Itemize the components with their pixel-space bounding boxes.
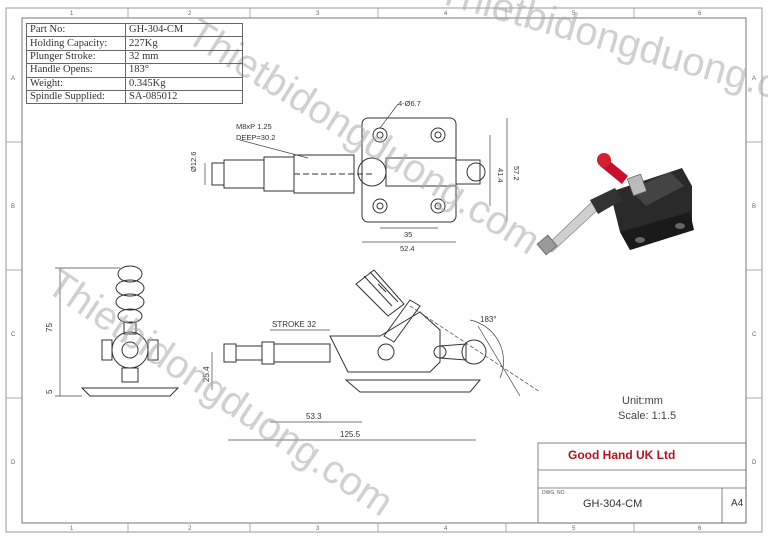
len1-label: 53.3 (306, 412, 322, 421)
end-base-label: 5 (45, 389, 54, 394)
zone-col-4: 4 (444, 11, 448, 17)
svg-text:B: B (752, 204, 756, 210)
zone-row-a: A (11, 76, 15, 82)
zone-ticks (6, 8, 762, 532)
inner-frame (21, 17, 747, 524)
title-block (537, 442, 747, 524)
svg-text:1: 1 (70, 526, 74, 532)
side-view (223, 269, 487, 393)
spec-row: Spindle Supplied:SA-085012 (26, 89, 243, 105)
dwg-no-caption: DWG. NO. (542, 490, 566, 496)
svg-text:A: A (752, 76, 756, 82)
zone-col-5: 5 (572, 11, 576, 17)
top-view (211, 117, 486, 223)
watermark-3: Thietbidongduong.com (39, 261, 401, 525)
spec-row: Part No:GH-304-CM (26, 22, 243, 38)
end-height-label: 75 (45, 323, 54, 332)
zone-col-1: 1 (70, 11, 74, 17)
product-illustration (536, 153, 694, 256)
zone-labels: 1 2 3 4 5 6 1 2 3 4 5 6 A B C D A B C D (11, 11, 757, 532)
end-view-dimensions (55, 267, 120, 397)
svg-text:4: 4 (444, 526, 448, 532)
side-view-labels: STROKE 32 183° 25.4 53.3 125.5 (202, 315, 497, 439)
thread-label: M8xP 1.25 (236, 122, 272, 131)
spec-row: Plunger Stroke:32 mm (26, 49, 243, 65)
svg-text:2: 2 (188, 526, 192, 532)
spec-row: Holding Capacity:227Kg (26, 36, 243, 51)
w2-label: 52.4 (400, 244, 415, 253)
drawing-number: GH-304-CM (583, 498, 643, 510)
h2-label: 57.2 (512, 166, 521, 181)
zone-col-6: 6 (698, 11, 702, 17)
svg-text:5: 5 (572, 526, 576, 532)
company-name: Good Hand UK Ltd (568, 448, 676, 462)
holes-label: 4-Ø6.7 (398, 99, 421, 108)
angle-label: 183° (480, 315, 497, 324)
specs-table: Part No:GH-304-CM Holding Capacity:227Kg… (26, 22, 243, 105)
end-view-labels: 75 5 (45, 323, 54, 394)
spec-row: Weight:0.345Kg (26, 76, 243, 91)
zone-col-2: 2 (188, 11, 192, 17)
top-view-labels: M8xP 1.25 DEEP=30.2 4-Ø6.7 Ø12.6 41.4 57… (189, 99, 521, 253)
len2-label: 125.5 (340, 430, 361, 439)
top-view-dimensions (204, 103, 508, 243)
zone-col-3: 3 (316, 11, 320, 17)
sheet-size: A4 (731, 498, 744, 509)
stroke-label: STROKE 32 (272, 320, 317, 329)
end-view (80, 265, 180, 397)
h1-label: 41.4 (496, 168, 505, 183)
zone-row-d: D (11, 460, 16, 466)
dia-label: Ø12.6 (189, 152, 198, 172)
svg-text:C: C (752, 332, 757, 338)
zone-row-c: C (11, 332, 16, 338)
spec-row: Handle Opens:183° (26, 63, 243, 78)
svg-text:D: D (752, 460, 757, 466)
svg-text:3: 3 (316, 526, 320, 532)
deep-label: DEEP=30.2 (236, 133, 275, 142)
unit-note: Unit:mm (622, 395, 663, 407)
scale-note: Scale: 1:1.5 (618, 410, 677, 422)
zone-row-b: B (11, 204, 15, 210)
side-height-label: 25.4 (202, 366, 211, 382)
side-view-dimensions (211, 305, 541, 441)
w1-label: 35 (404, 230, 412, 239)
svg-text:6: 6 (698, 526, 702, 532)
